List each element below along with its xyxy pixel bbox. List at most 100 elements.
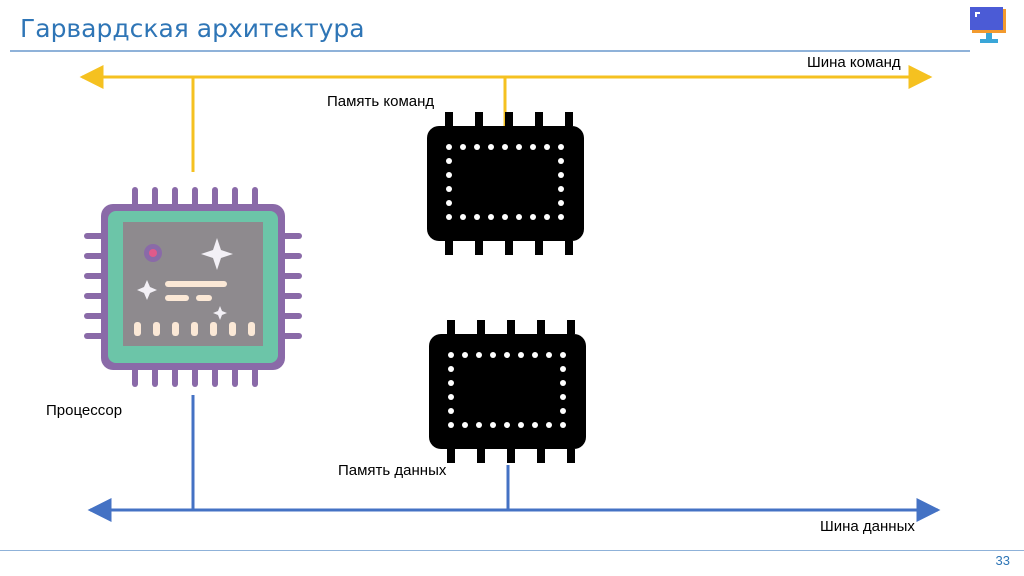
memory-pin (475, 241, 483, 255)
memory-pin (567, 449, 575, 463)
memory-pin (447, 449, 455, 463)
cpu-contact (210, 322, 217, 336)
memory-pin (565, 241, 573, 255)
memory-dot (560, 394, 566, 400)
data-memory-chip-icon (429, 320, 586, 463)
cpu-pin (84, 253, 104, 259)
page-number: 33 (995, 553, 1010, 568)
memory-pin (535, 241, 543, 255)
memory-dot (530, 144, 536, 150)
memory-pin (565, 112, 573, 126)
memory-dot (448, 366, 454, 372)
memory-dot (546, 422, 552, 428)
monitor-logo-icon (970, 7, 1006, 43)
cpu-pin (132, 187, 138, 207)
memory-dot (560, 366, 566, 372)
memory-pin (505, 241, 513, 255)
memory-dot (502, 144, 508, 150)
memory-dot (446, 200, 452, 206)
memory-pin (477, 449, 485, 463)
cpu-contact (248, 322, 255, 336)
memory-dot (488, 214, 494, 220)
cpu-contact (191, 322, 198, 336)
memory-dot (516, 214, 522, 220)
memory-dot (490, 352, 496, 358)
cpu-pin (84, 313, 104, 319)
memory-pin (447, 320, 455, 334)
memory-dot (558, 158, 564, 164)
memory-dot (448, 422, 454, 428)
cpu-pin (172, 187, 178, 207)
cpu-pin (192, 187, 198, 207)
memory-dot (462, 352, 468, 358)
cpu-pin (282, 233, 302, 239)
memory-dot (530, 214, 536, 220)
memory-pin (445, 112, 453, 126)
cpu-pin (84, 233, 104, 239)
cpu-pin (282, 313, 302, 319)
data-bus-label: Шина данных (820, 518, 915, 535)
memory-dot (558, 214, 564, 220)
memory-dot (448, 380, 454, 386)
memory-dot (504, 352, 510, 358)
memory-dot (558, 200, 564, 206)
memory-pin (567, 320, 575, 334)
cpu-pin (212, 187, 218, 207)
memory-dot (502, 214, 508, 220)
data-memory-label: Память данных (338, 462, 447, 479)
memory-dot (474, 144, 480, 150)
memory-dot (560, 408, 566, 414)
cpu-pin (84, 273, 104, 279)
cpu-chip-icon (84, 187, 302, 387)
memory-pin (477, 320, 485, 334)
memory-dot (446, 214, 452, 220)
cpu-contact (153, 322, 160, 336)
memory-pin (505, 112, 513, 126)
memory-dot (558, 172, 564, 178)
memory-pin (535, 112, 543, 126)
cpu-pin (84, 293, 104, 299)
cpu-pin (152, 187, 158, 207)
memory-pin (475, 112, 483, 126)
cpu-pin (232, 187, 238, 207)
processor-label: Процессор (46, 402, 123, 419)
memory-dot (532, 352, 538, 358)
footer-divider (0, 550, 1024, 551)
cpu-pin (282, 333, 302, 339)
memory-pin (507, 449, 515, 463)
memory-dot (460, 144, 466, 150)
cpu-pin (252, 187, 258, 207)
memory-pin (537, 449, 545, 463)
cpu-pin (212, 367, 218, 387)
cpu-pin (84, 333, 104, 339)
instruction-memory-chip-icon (427, 112, 584, 255)
memory-dot (544, 214, 550, 220)
title-divider (10, 50, 970, 52)
memory-pin (445, 241, 453, 255)
memory-dot (448, 352, 454, 358)
cpu-pin (282, 253, 302, 259)
cpu-pin (282, 293, 302, 299)
memory-dot (446, 172, 452, 178)
cpu-contact (172, 322, 179, 336)
cpu-pin (152, 367, 158, 387)
memory-dot (544, 144, 550, 150)
memory-dot (504, 422, 510, 428)
memory-dot (488, 144, 494, 150)
memory-dot (558, 186, 564, 192)
slide-title: Гарвардская архитектура (20, 14, 365, 43)
memory-dot (518, 352, 524, 358)
memory-dot (560, 422, 566, 428)
instruction-bus-label: Шина команд (807, 54, 901, 71)
memory-dot (490, 422, 496, 428)
memory-dot (448, 394, 454, 400)
memory-dot (460, 214, 466, 220)
cpu-pin (282, 273, 302, 279)
memory-dot (448, 408, 454, 414)
memory-dot (462, 422, 468, 428)
cpu-pin (252, 367, 258, 387)
memory-dot (474, 214, 480, 220)
memory-dot (516, 144, 522, 150)
memory-dot (446, 186, 452, 192)
